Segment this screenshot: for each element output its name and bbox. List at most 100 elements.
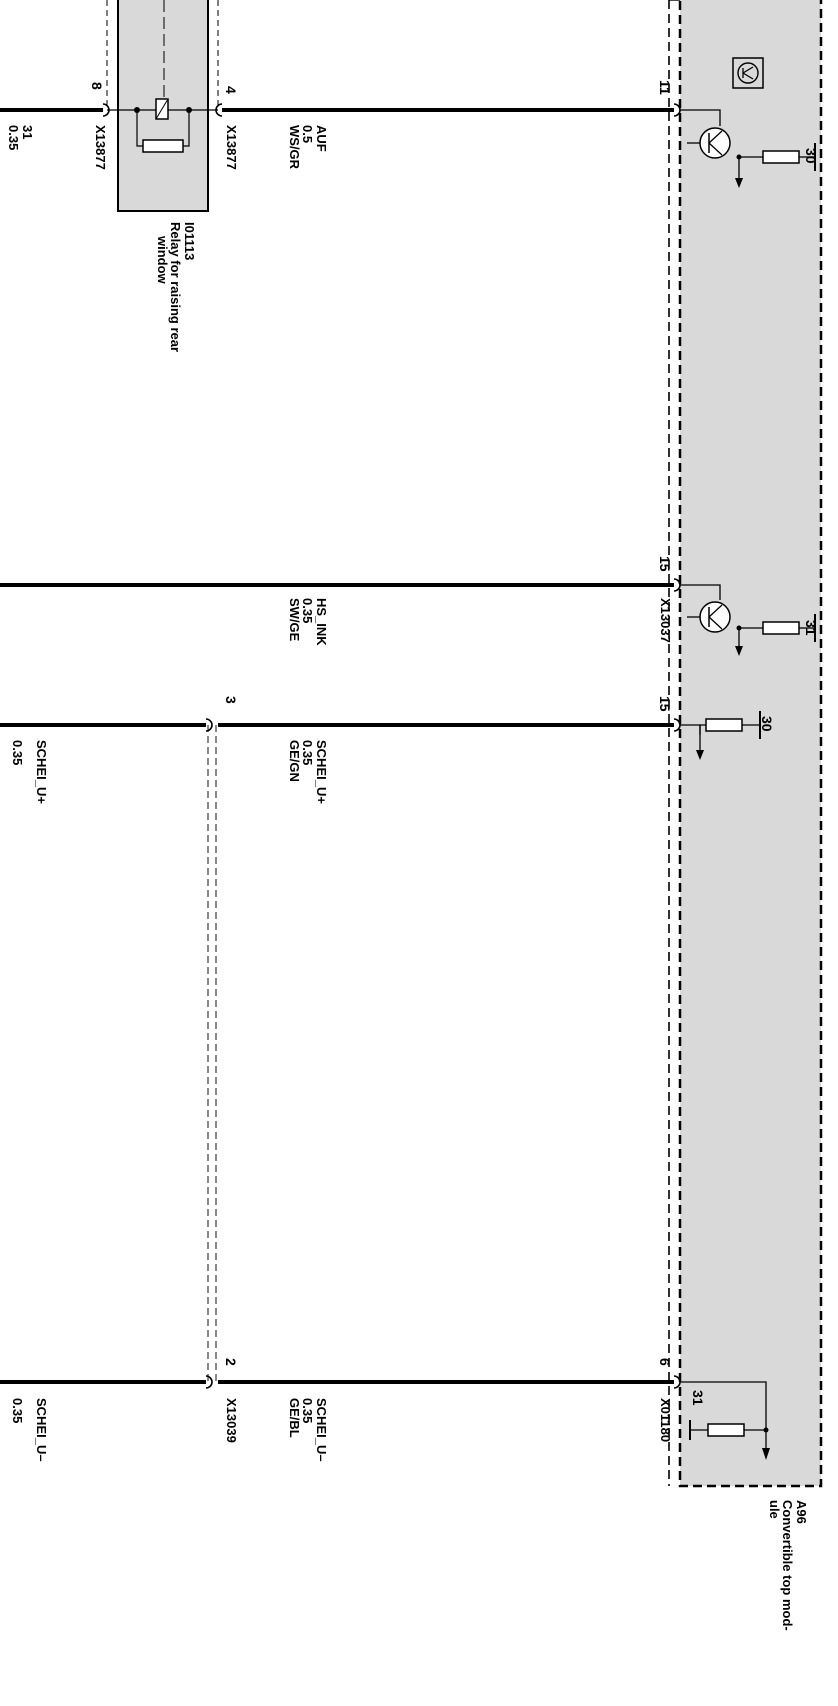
t1-resistor [762, 150, 800, 164]
label-schei-um-left: SCHEI_U– 0.35 [10, 1398, 49, 1462]
auf-name: AUF [314, 125, 329, 152]
x13037-text: X13037 [658, 598, 673, 643]
x13877-right-text: X13877 [224, 125, 239, 170]
label-auf: AUF 0.5 WS/GR [286, 125, 329, 170]
relay-resistor [142, 139, 184, 153]
t2-collector [708, 604, 723, 618]
schei-up-module-name: SCHEI_U+ [314, 740, 329, 804]
auf-size: 0.5 [300, 125, 316, 144]
t1-node [736, 154, 742, 160]
module-caption: A96 Convertible top mod- ule [766, 1500, 809, 1631]
pu-resistor [705, 718, 743, 732]
schei-um-module-size: 0.35 [300, 1398, 316, 1424]
x13877-left: X13877 [93, 125, 108, 170]
relay-id: I01113 [182, 222, 197, 261]
pin-15a-text: 15 [657, 556, 673, 572]
ground-size: 0.35 [6, 125, 22, 151]
t2-resistor [762, 621, 800, 635]
terminal-30b-text: 30 [759, 716, 775, 732]
pd-node [763, 1427, 769, 1433]
pin-symbol-4 [215, 103, 223, 117]
x13877-left-text: X13877 [93, 125, 108, 170]
schei-up-left-name: SCHEI_U+ [34, 740, 49, 804]
pin-symbol-8 [102, 103, 110, 117]
pin-label-6: 6 [657, 1358, 673, 1366]
t2-arrow [735, 646, 743, 656]
pin-label-11: 11 [657, 80, 673, 95]
pin-3-text: 3 [223, 696, 239, 704]
x13039-text: X13039 [224, 1398, 239, 1443]
schei-um-left-name: SCHEI_U– [34, 1398, 49, 1462]
t1-collector [708, 130, 723, 144]
transistor-1-icon [699, 127, 731, 159]
label-schei-up-module: SCHEI_U+ 0.35 GE/GN [286, 740, 329, 804]
module-box [678, 0, 823, 1488]
pin-label-4: 4 [223, 86, 239, 94]
label-schei-up-left: SCHEI_U+ 0.35 [10, 740, 49, 804]
terminal-31a: 31 [803, 620, 819, 636]
pin-label-2: 2 [223, 1358, 239, 1366]
module-name-1: Convertible top mod- [780, 1500, 796, 1631]
x01180-text: X01180 [658, 1398, 673, 1443]
terminal-31a-text: 31 [803, 620, 819, 636]
pin-symbol-2 [205, 1375, 213, 1389]
pin-symbol-15a [673, 578, 681, 592]
relay-name-1: Relay for raising rear [168, 222, 184, 353]
t2-emitter [708, 616, 723, 630]
pin-2-text: 2 [223, 1358, 239, 1366]
schei-up-left-size: 0.35 [10, 740, 26, 766]
pin-label-3: 3 [223, 696, 239, 704]
pin-label-15b: 15 [657, 696, 673, 712]
t2-node [736, 625, 742, 631]
pin-label-8: 8 [89, 82, 105, 90]
auf-color: WS/GR [286, 125, 302, 170]
label-hs-ink: HS_INK 0.35 SW/GE [286, 598, 329, 646]
t1-emitter [708, 142, 723, 156]
x13037-label: X13037 [658, 598, 673, 643]
pin-symbol-3 [205, 718, 213, 732]
x13877-right: X13877 [224, 125, 239, 170]
module-name-2: ule [766, 1500, 782, 1519]
hs-ink-color: SW/GE [286, 598, 302, 642]
pin-symbol-11 [673, 103, 681, 117]
pin-6-text: 6 [657, 1358, 673, 1366]
label-ground: 31 0.35 [6, 125, 35, 151]
pd-arrow [762, 1448, 770, 1460]
terminal-30a-text: 30 [803, 148, 819, 164]
hs-ink-size: 0.35 [300, 598, 316, 624]
legend-box [732, 57, 764, 89]
x01180-label: X01180 [658, 1398, 673, 1443]
pin-label-15a: 15 [657, 556, 673, 572]
schei-um-module-color: GE/BL [286, 1398, 302, 1438]
legend-collector [742, 66, 754, 74]
schei-up-module-color: GE/GN [286, 740, 302, 782]
pin-symbol-15b [673, 718, 681, 732]
relay-name-2: window [154, 236, 170, 284]
terminal-31b-text: 31 [690, 1390, 706, 1406]
terminal-31b: 31 [690, 1390, 706, 1406]
pu-arrow [696, 750, 704, 760]
pd-resistor [707, 1423, 745, 1437]
terminal-30b: 30 [759, 716, 775, 732]
t2-lead [680, 584, 721, 600]
pin-8-text: 8 [89, 82, 105, 90]
schei-um-left-size: 0.35 [10, 1398, 26, 1424]
pin-11-text: 11 [657, 80, 673, 95]
transistor-2-icon [699, 601, 731, 633]
t1-arrow [735, 178, 743, 188]
hs-ink-name: HS_INK [314, 598, 329, 646]
pin-15b-text: 15 [657, 696, 673, 712]
label-schei-um-module: SCHEI_U– 0.35 GE/BL [286, 1398, 329, 1462]
legend-transistor-icon [737, 62, 759, 84]
t1-lead [680, 109, 721, 126]
x13039-label: X13039 [224, 1398, 239, 1443]
schei-up-module-size: 0.35 [300, 740, 316, 766]
schei-um-module-name: SCHEI_U– [314, 1398, 329, 1462]
pin-4-text: 4 [223, 86, 239, 94]
relay-coil-slash [155, 98, 169, 120]
relay-caption: I01113 Relay for raising rear window [154, 222, 197, 353]
module-id: A96 [794, 1500, 809, 1524]
ground-name: 31 [20, 125, 35, 140]
terminal-30a: 30 [803, 148, 819, 164]
